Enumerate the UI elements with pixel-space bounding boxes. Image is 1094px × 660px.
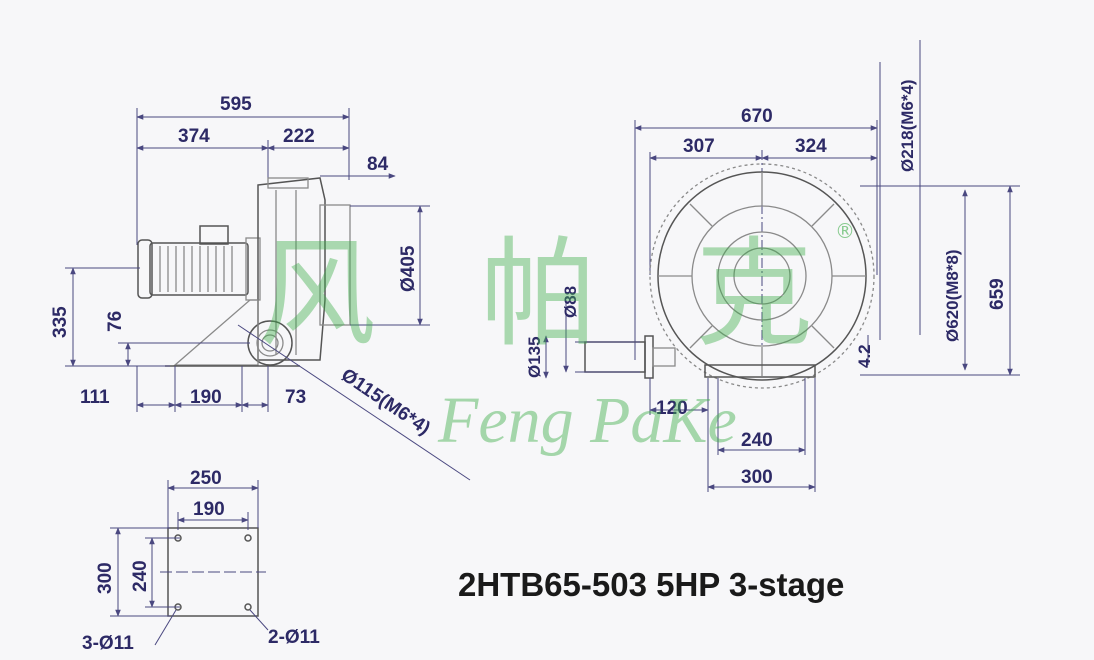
dim-595: 595 [220, 94, 252, 115]
dim-240-base: 240 [130, 560, 151, 592]
leader-3-11 [154, 609, 177, 646]
terminal-box [199, 225, 229, 245]
dim-240-front: 240 [741, 430, 773, 451]
dim-335: 335 [50, 306, 71, 338]
dim-88: Ø88 [561, 286, 580, 318]
dim-120: 120 [656, 398, 688, 419]
dim-324: 324 [795, 136, 827, 157]
dim-405: Ø405 [398, 245, 419, 292]
dim-659: 659 [987, 278, 1008, 310]
dim-115: Ø115(M6*4) [337, 365, 434, 440]
dim-135: Ø135 [525, 336, 544, 378]
side-view: 595 374 222 84 Ø405 [50, 94, 471, 481]
dim-222: 222 [283, 126, 315, 147]
holes-3-11: 3-Ø11 [82, 633, 134, 654]
dim-670: 670 [741, 106, 773, 127]
housing-ribs [658, 172, 866, 376]
dim-250: 250 [190, 468, 222, 489]
motor-fins [159, 246, 233, 292]
mount-hole [244, 603, 252, 611]
watermark: 风 帕 克 ® Feng PaKe [258, 219, 855, 457]
dim-300-front: 300 [741, 467, 773, 488]
front-base [704, 364, 816, 378]
dim-374: 374 [178, 126, 210, 147]
base-plate-view: 250 190 300 240 3-Ø11 2-Ø11 [82, 468, 320, 654]
watermark-latin: Feng PaKe [437, 384, 737, 457]
mount-hole [244, 534, 252, 542]
dim-111: 111 [80, 387, 110, 408]
dim-4-2: 4.2 [855, 344, 874, 368]
watermark-char-3: 克 [695, 225, 813, 363]
dim-307: 307 [683, 136, 715, 157]
leader-2-11 [249, 609, 269, 631]
motor-end-cap [137, 239, 153, 299]
leader-115 [237, 324, 471, 481]
side-stand [173, 299, 259, 366]
watermark-char-1: 风 [258, 225, 376, 363]
watermark-registered: ® [835, 219, 855, 243]
motor-body [149, 242, 249, 296]
front-view: 670 307 324 Ø218(M6*4) [525, 40, 1020, 492]
holes-2-11: 2-Ø11 [268, 627, 320, 648]
dim-84: 84 [367, 154, 389, 175]
model-title: 2HTB65-503 5HP 3-stage [458, 566, 844, 603]
watermark-char-2: 帕 [480, 225, 598, 363]
dim-190: 190 [190, 387, 222, 408]
dim-76: 76 [105, 311, 126, 332]
dim-300-base: 300 [95, 562, 116, 594]
dim-620: Ø620(M8*8) [943, 249, 962, 342]
dim-190-base: 190 [193, 499, 225, 520]
dim-218: Ø218(M6*4) [898, 79, 917, 172]
dim-73: 73 [285, 387, 306, 408]
